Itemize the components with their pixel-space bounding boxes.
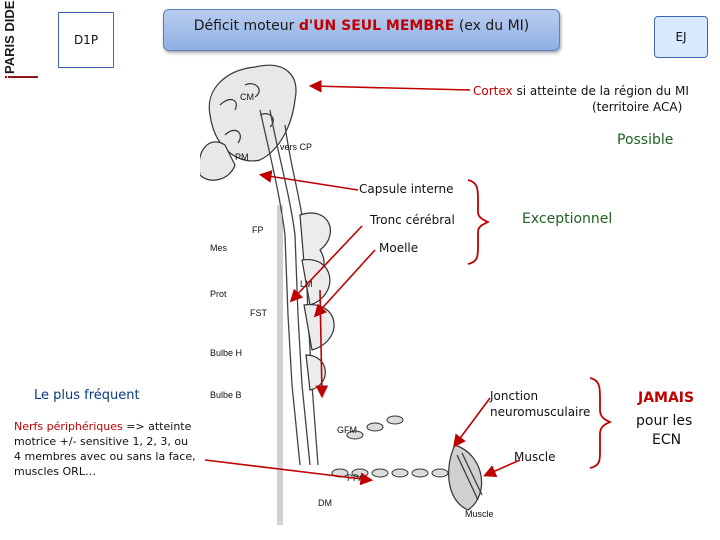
cortex-rest: si atteinte de la région du MI xyxy=(512,84,689,98)
nerfs-annotation: Nerfs périphériques => atteinte motrice … xyxy=(14,419,196,479)
university-logo: PARIS DIDEROT xyxy=(2,0,44,80)
logo-paris: PARIS DIDEROT xyxy=(2,0,17,74)
label-fp: FP xyxy=(252,225,264,235)
ej-badge: EJ xyxy=(654,16,708,58)
nerfs-line3: 4 membres avec ou sans la face, xyxy=(14,450,196,463)
moelle-label: Moelle xyxy=(379,241,419,255)
pour-les-label: pour les xyxy=(636,413,693,429)
arrow-nerf-up xyxy=(315,289,329,399)
exceptionnel-label: Exceptionnel xyxy=(522,211,613,227)
label-pm: PM xyxy=(235,152,249,162)
label-muscle-diagram: Muscle xyxy=(465,509,494,519)
tronc-label: Tronc cérébral xyxy=(370,213,455,227)
label-bulbe-b: Bulbe B xyxy=(210,390,242,400)
label-fst: FST xyxy=(250,308,268,318)
label-gfm: GFM xyxy=(337,425,357,435)
title-prefix: Déficit moteur xyxy=(193,18,299,34)
title-suffix: (ex du MI) xyxy=(454,18,530,34)
ej-badge-label: EJ xyxy=(675,30,687,44)
arrow-nerf xyxy=(204,459,374,486)
capsule-label: Capsule interne xyxy=(359,182,454,196)
muscle-annotation: Muscle xyxy=(514,450,556,464)
cortex-territory: (territoire ACA) xyxy=(592,100,683,114)
label-cm: CM xyxy=(240,92,254,102)
label-mes: Mes xyxy=(210,243,228,253)
possible-label: Possible xyxy=(617,132,674,148)
arrow-jonction xyxy=(453,397,491,448)
arrow-muscle xyxy=(483,459,521,477)
plus-frequent-label: Le plus fréquent xyxy=(34,388,140,403)
brace-peripheral xyxy=(589,377,613,469)
arrow-capsule xyxy=(258,170,359,191)
nerfs-word: Nerfs périphériques xyxy=(14,420,123,433)
title-emphasis: d'UN SEUL MEMBRE xyxy=(298,18,455,34)
cortex-drawing xyxy=(200,64,297,181)
brainstem-drawing xyxy=(299,212,335,391)
d1p-badge: D1P xyxy=(58,12,114,68)
jamais-label: JAMAIS xyxy=(638,390,695,406)
cortex-annotation: Cortex si atteinte de la région du MI xyxy=(473,84,689,98)
d1p-badge-label: D1P xyxy=(73,33,99,47)
brace-central xyxy=(467,179,491,265)
ecn-label: ECN xyxy=(652,432,682,448)
nerfs-rest: => atteinte xyxy=(122,420,192,433)
nerfs-line4: muscles ORL… xyxy=(14,465,96,478)
arrow-moelle xyxy=(313,249,376,318)
muscle-drawing xyxy=(448,444,483,511)
label-dm: DM xyxy=(318,498,332,508)
nerfs-line2: motrice +/- sensitive 1, 2, 3, ou xyxy=(14,435,189,448)
label-vers-cp: vers CP xyxy=(280,142,312,152)
label-bulbe-h: Bulbe H xyxy=(210,348,242,358)
jonction-line2: neuromusculaire xyxy=(490,405,591,419)
jonction-line1: Jonction xyxy=(490,389,539,403)
arrow-cortex xyxy=(308,79,471,93)
label-prot: Prot xyxy=(210,289,227,299)
cortex-word: Cortex xyxy=(473,84,513,98)
arrow-tronc xyxy=(289,225,363,303)
motor-pathway-diagram: CM vers CP PM FP Mes LM Prot FST Bulbe H… xyxy=(200,64,494,525)
slide-title: Déficit moteur d'UN SEUL MEMBRE (ex du M… xyxy=(163,9,560,51)
